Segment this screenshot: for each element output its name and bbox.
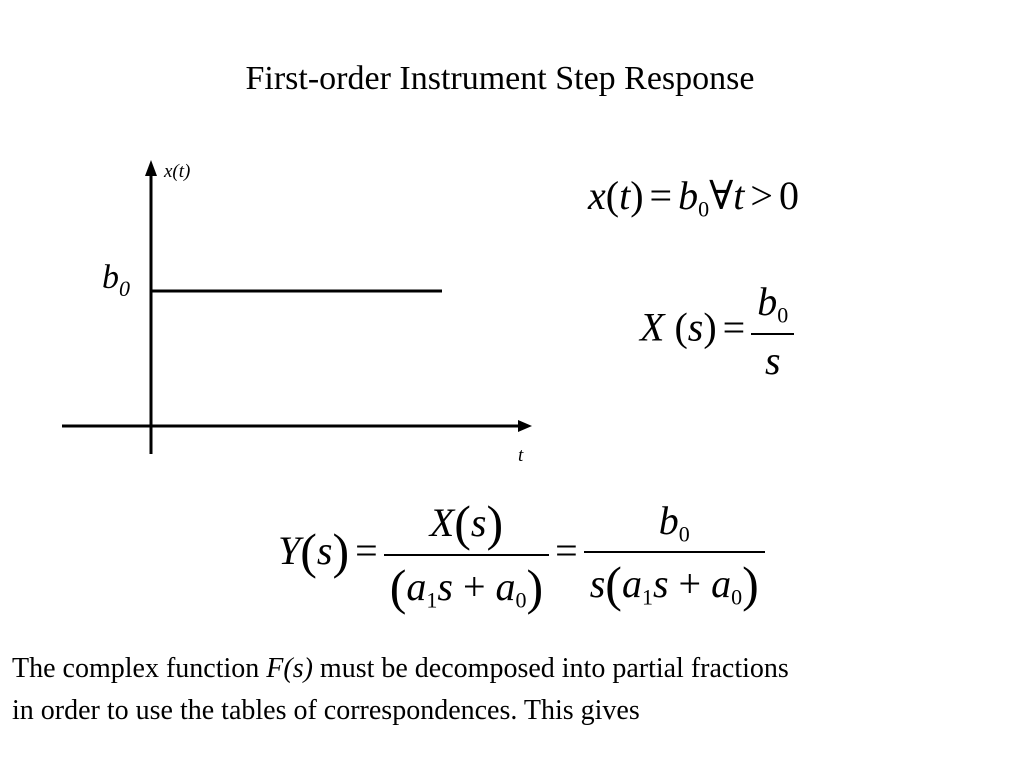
explanation-line-1: The complex function F(s) must be decomp… — [12, 648, 1012, 690]
function-name: F(s) — [266, 653, 313, 684]
y-axis-label: x(t) — [163, 161, 190, 182]
time-axis-arrow — [518, 420, 532, 432]
explanation-line-1-suffix: must be decomposed into partial fraction… — [312, 653, 789, 684]
slide-title: First-order Instrument Step Response — [245, 60, 755, 97]
step-level-label-base: b — [102, 259, 119, 296]
x-axis-label: t — [518, 445, 524, 466]
step-level-label-sub: 0 — [119, 276, 130, 301]
equation-step-input: x(t)=b0∀t>0 — [588, 173, 799, 222]
response-axis-arrow — [145, 160, 157, 176]
explanation-line-1-prefix: The complex function — [12, 653, 267, 684]
explanation-text: The complex function F(s) must be decomp… — [12, 648, 1012, 732]
explanation-line-2: in order to use the tables of correspond… — [12, 695, 640, 726]
step-level-label: b0 — [102, 259, 130, 301]
